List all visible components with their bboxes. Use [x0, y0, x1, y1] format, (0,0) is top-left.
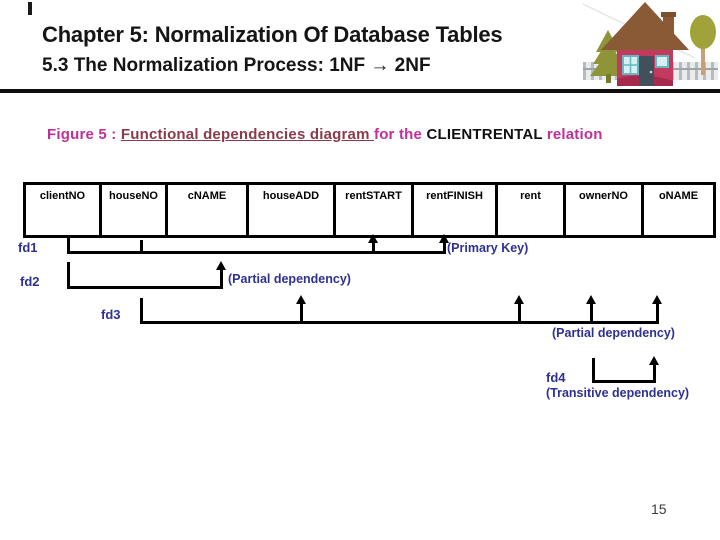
house-clipart-icon	[582, 2, 716, 86]
fd-arrowhead-fd3	[514, 295, 524, 304]
fd-arrow-shaft-fd1	[443, 240, 446, 254]
column-header-houseADD: houseADD	[246, 185, 333, 235]
fd-label-fd1: fd1	[18, 240, 38, 255]
fd-label-fd4: fd4	[546, 370, 566, 385]
fd-origin-tick-fd1	[67, 238, 70, 254]
page-number: 15	[651, 501, 667, 517]
figure-caption: Figure 5 : Functional dependencies diagr…	[47, 126, 603, 143]
fd-note-fd1: (Primary Key)	[447, 241, 529, 255]
fd-label-fd3: fd3	[101, 307, 121, 322]
header-divider	[0, 89, 720, 93]
column-header-rentSTART: rentSTART	[333, 185, 411, 235]
fd-arrow-shaft-fd3	[518, 301, 521, 324]
fd-arrow-shaft-fd3	[590, 301, 593, 324]
slide-subtitle: 5.3 The Normalization Process: 1NF → 2NF	[42, 55, 431, 76]
slide-title: Chapter 5: Normalization Of Database Tab…	[42, 22, 503, 47]
caption-relation-name: CLIENTRENTAL	[426, 126, 543, 143]
fd-label-fd2: fd2	[20, 274, 40, 289]
column-header-rentFINISH: rentFINISH	[411, 185, 495, 235]
fd-arrow-shaft-fd2	[220, 267, 223, 289]
fd-arrow-shaft-fd1	[372, 240, 375, 254]
caption-suffix: relation	[542, 126, 603, 143]
fd-line-fd3	[140, 321, 658, 324]
fd-arrowhead-fd4	[649, 356, 659, 365]
fd-arrow-shaft-fd3	[656, 301, 659, 324]
fd-origin-tick-fd2	[67, 262, 70, 289]
fd-origin-tick-fd1	[140, 240, 143, 254]
column-header-rent: rent	[495, 185, 563, 235]
caption-underlined: Functional dependencies diagram	[120, 126, 374, 143]
fd-line-fd4	[592, 380, 655, 383]
fd-line-fd1	[67, 251, 445, 254]
fd-origin-tick-fd3	[140, 298, 143, 324]
column-header-ownerNO: ownerNO	[563, 185, 641, 235]
column-header-cNAME: cNAME	[165, 185, 246, 235]
fd-arrow-shaft-fd4	[653, 362, 656, 383]
fd-arrowhead-fd3	[296, 295, 306, 304]
fd-arrowhead-fd3	[652, 295, 662, 304]
fd-note-fd2: (Partial dependency)	[228, 272, 351, 286]
house-icon	[601, 2, 689, 86]
caption-prefix: Figure 5 :	[47, 126, 121, 143]
fd-arrowhead-fd1	[368, 234, 378, 243]
fd-line-fd2	[67, 286, 222, 289]
fd-arrow-shaft-fd3	[300, 301, 303, 324]
column-header-clientNO: clientNO	[39, 190, 86, 202]
fd-arrowhead-fd1	[439, 234, 449, 243]
round-tree-icon	[690, 15, 716, 75]
fd-arrowhead-fd3	[586, 295, 596, 304]
fd-arrowhead-fd2	[216, 261, 226, 270]
caption-middle: for the	[374, 126, 427, 143]
corner-mark	[28, 2, 32, 15]
column-header-houseNO: houseNO	[99, 185, 165, 235]
column-header-oNAME: oNAME	[641, 185, 713, 235]
fd-note-fd4: (Transitive dependency)	[546, 386, 690, 400]
fd-note-fd3: (Partial dependency)	[552, 326, 675, 340]
fd-origin-tick-fd4	[592, 358, 595, 383]
